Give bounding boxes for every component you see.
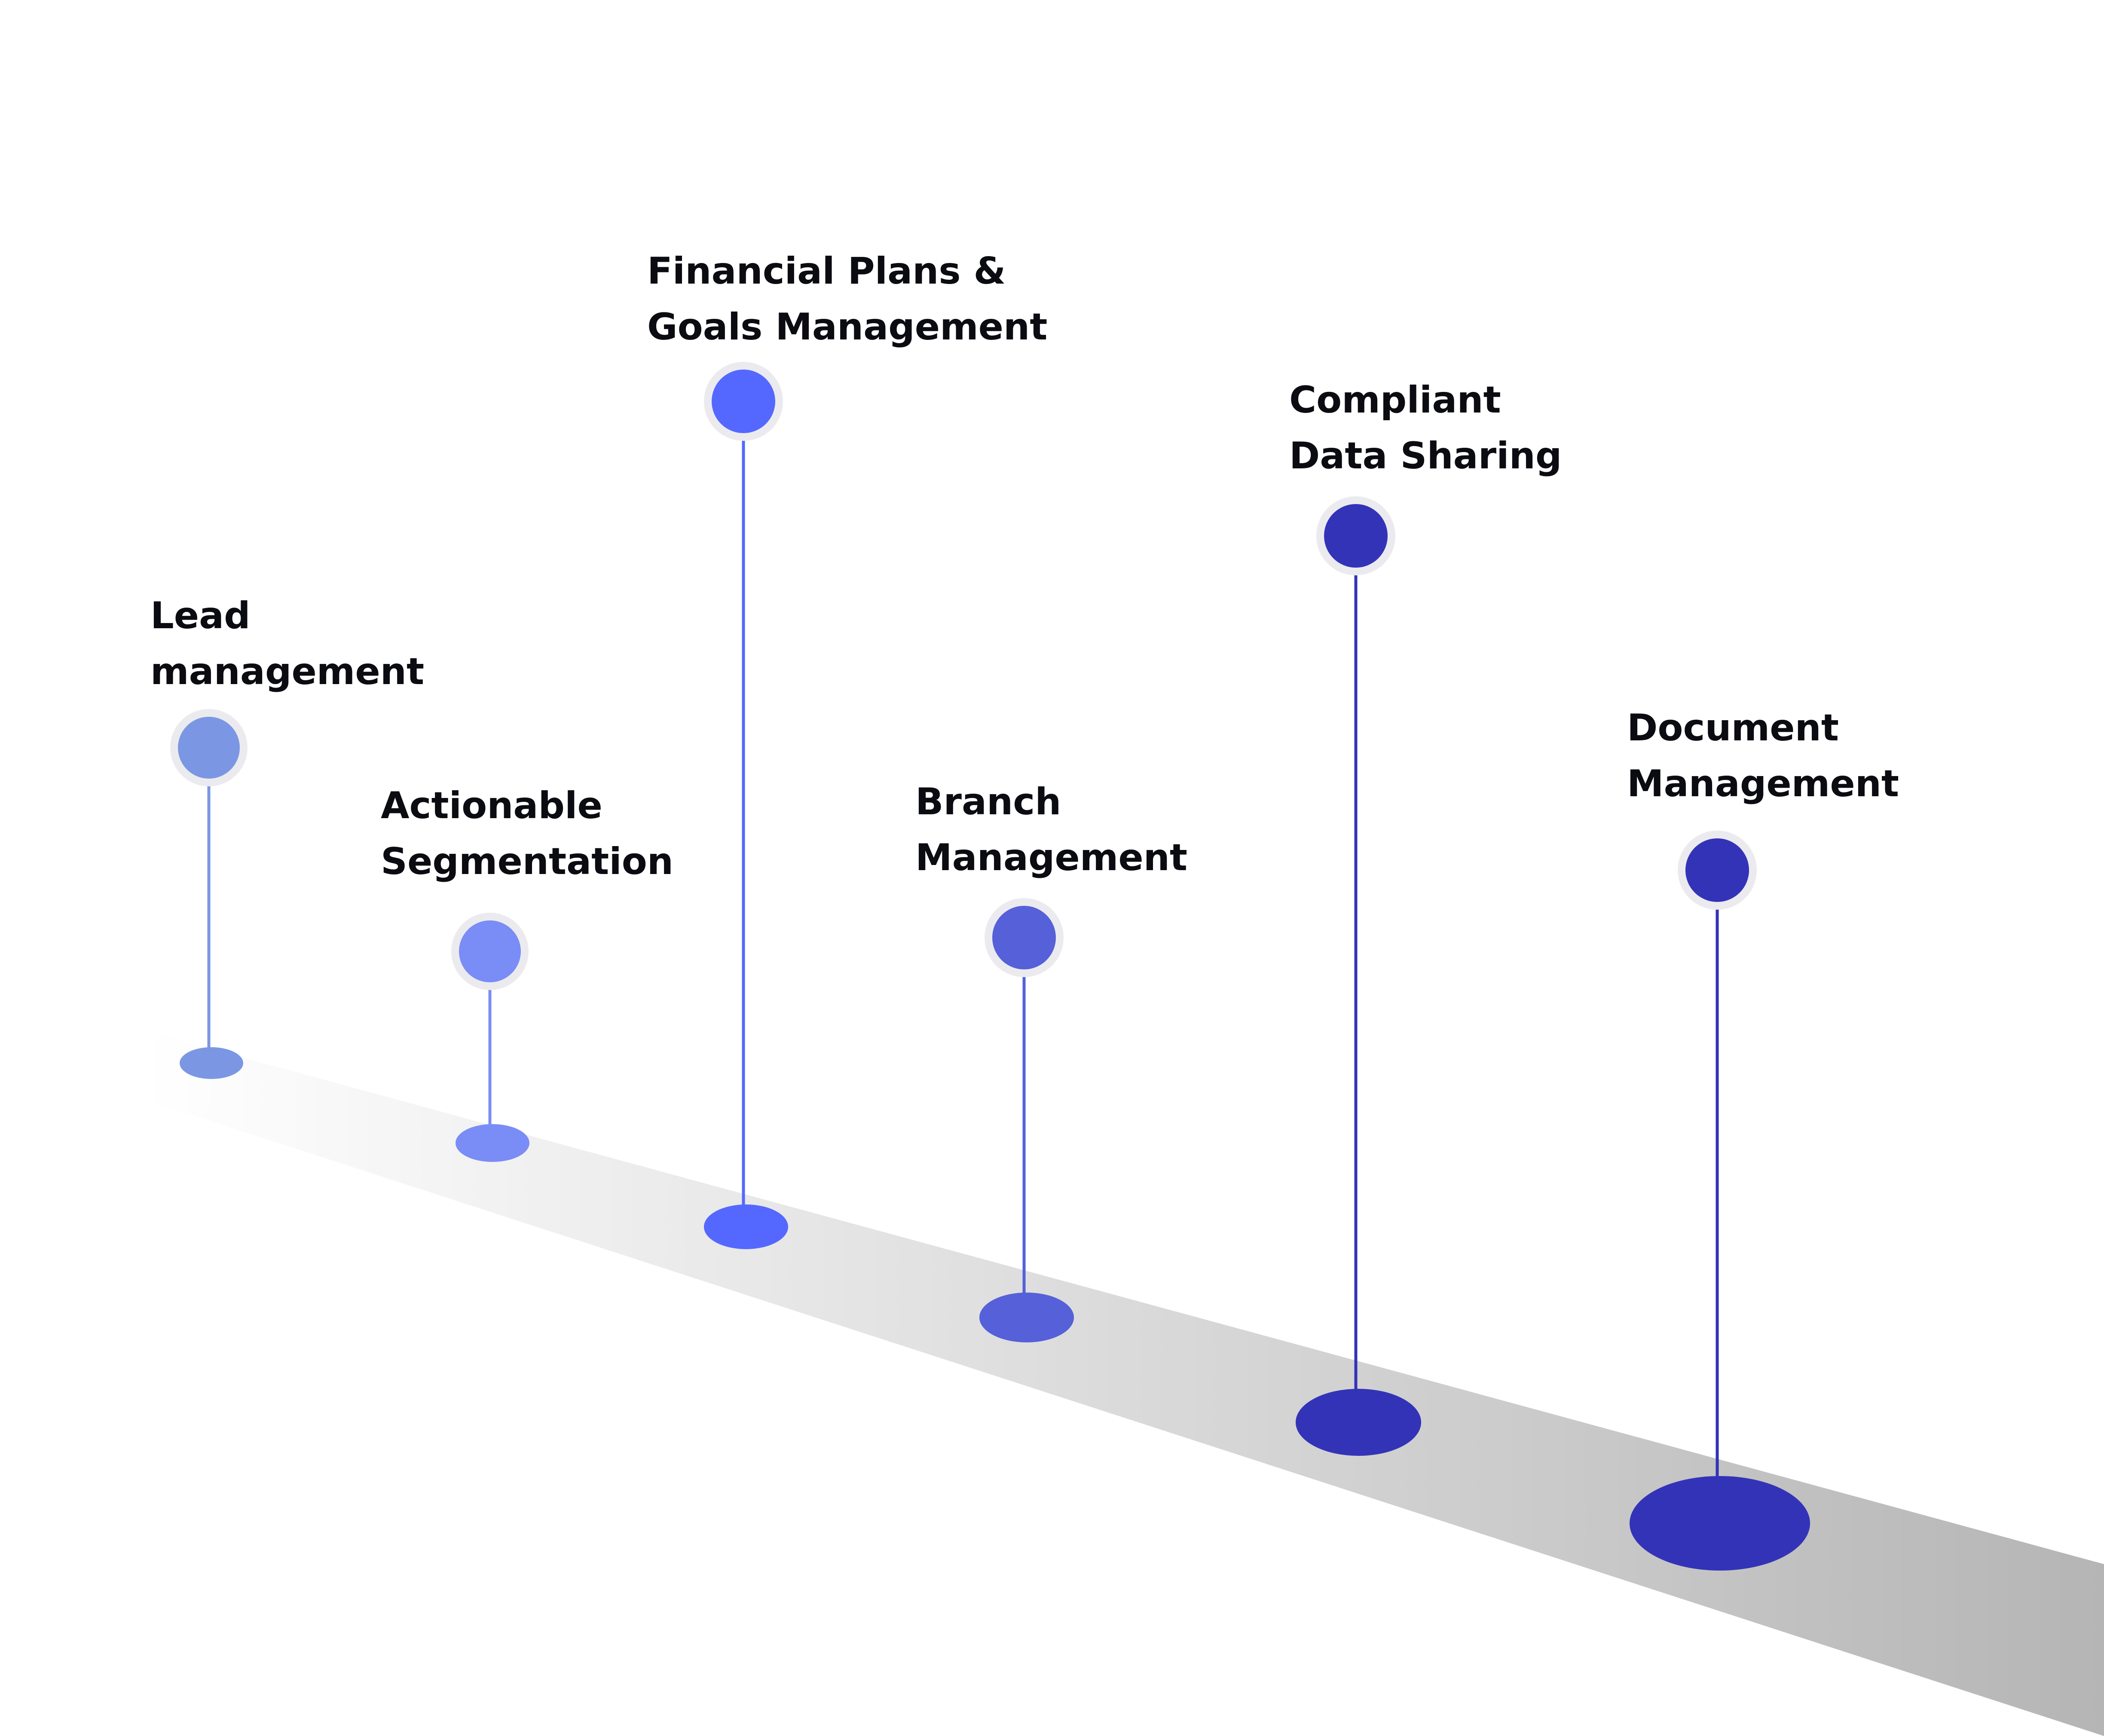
milestone-base-document-management	[1630, 1476, 1810, 1571]
milestone-marker-lead-management	[178, 717, 240, 779]
milestone-marker-actionable-segmentation	[459, 920, 521, 982]
milestone-base-compliant-data-sharing	[1296, 1389, 1421, 1456]
milestone-financial-plans-goals-management: Financial Plans & Goals Management	[647, 250, 1047, 1249]
milestone-base-financial-plans-goals-management	[704, 1204, 788, 1249]
milestone-marker-compliant-data-sharing	[1324, 504, 1388, 568]
milestone-label-actionable-segmentation-line-2: Segmentation	[381, 840, 673, 883]
milestone-label-document-management-line-1: Document	[1627, 706, 1839, 749]
milestone-label-compliant-data-sharing-line-2: Data Sharing	[1289, 434, 1562, 477]
milestone-label-lead-management-line-1: Lead	[150, 594, 251, 637]
milestone-label-lead-management-line-2: management	[150, 650, 424, 693]
milestone-label-branch-management-line-2: Management	[915, 836, 1187, 879]
timeline-path	[146, 1031, 2104, 1736]
milestone-label-actionable-segmentation-line-1: Actionable	[381, 784, 602, 827]
milestone-base-lead-management	[180, 1047, 243, 1079]
milestone-label-document-management-line-2: Management	[1627, 762, 1899, 805]
milestone-base-actionable-segmentation	[456, 1124, 529, 1162]
milestones: LeadmanagementActionableSegmentationFina…	[150, 250, 1899, 1571]
milestone-marker-document-management	[1685, 838, 1749, 902]
milestone-marker-branch-management	[992, 906, 1056, 969]
milestone-base-branch-management	[979, 1293, 1074, 1342]
milestone-label-branch-management-line-1: Branch	[915, 780, 1061, 823]
milestone-label-financial-plans-goals-management-line-1: Financial Plans &	[647, 250, 1006, 293]
milestone-lead-management: Lead management	[150, 594, 424, 1079]
milestone-marker-financial-plans-goals-management	[712, 370, 775, 433]
milestone-label-financial-plans-goals-management-line-2: Goals Management	[647, 306, 1047, 348]
milestone-label-compliant-data-sharing-line-1: Compliant	[1289, 379, 1501, 422]
